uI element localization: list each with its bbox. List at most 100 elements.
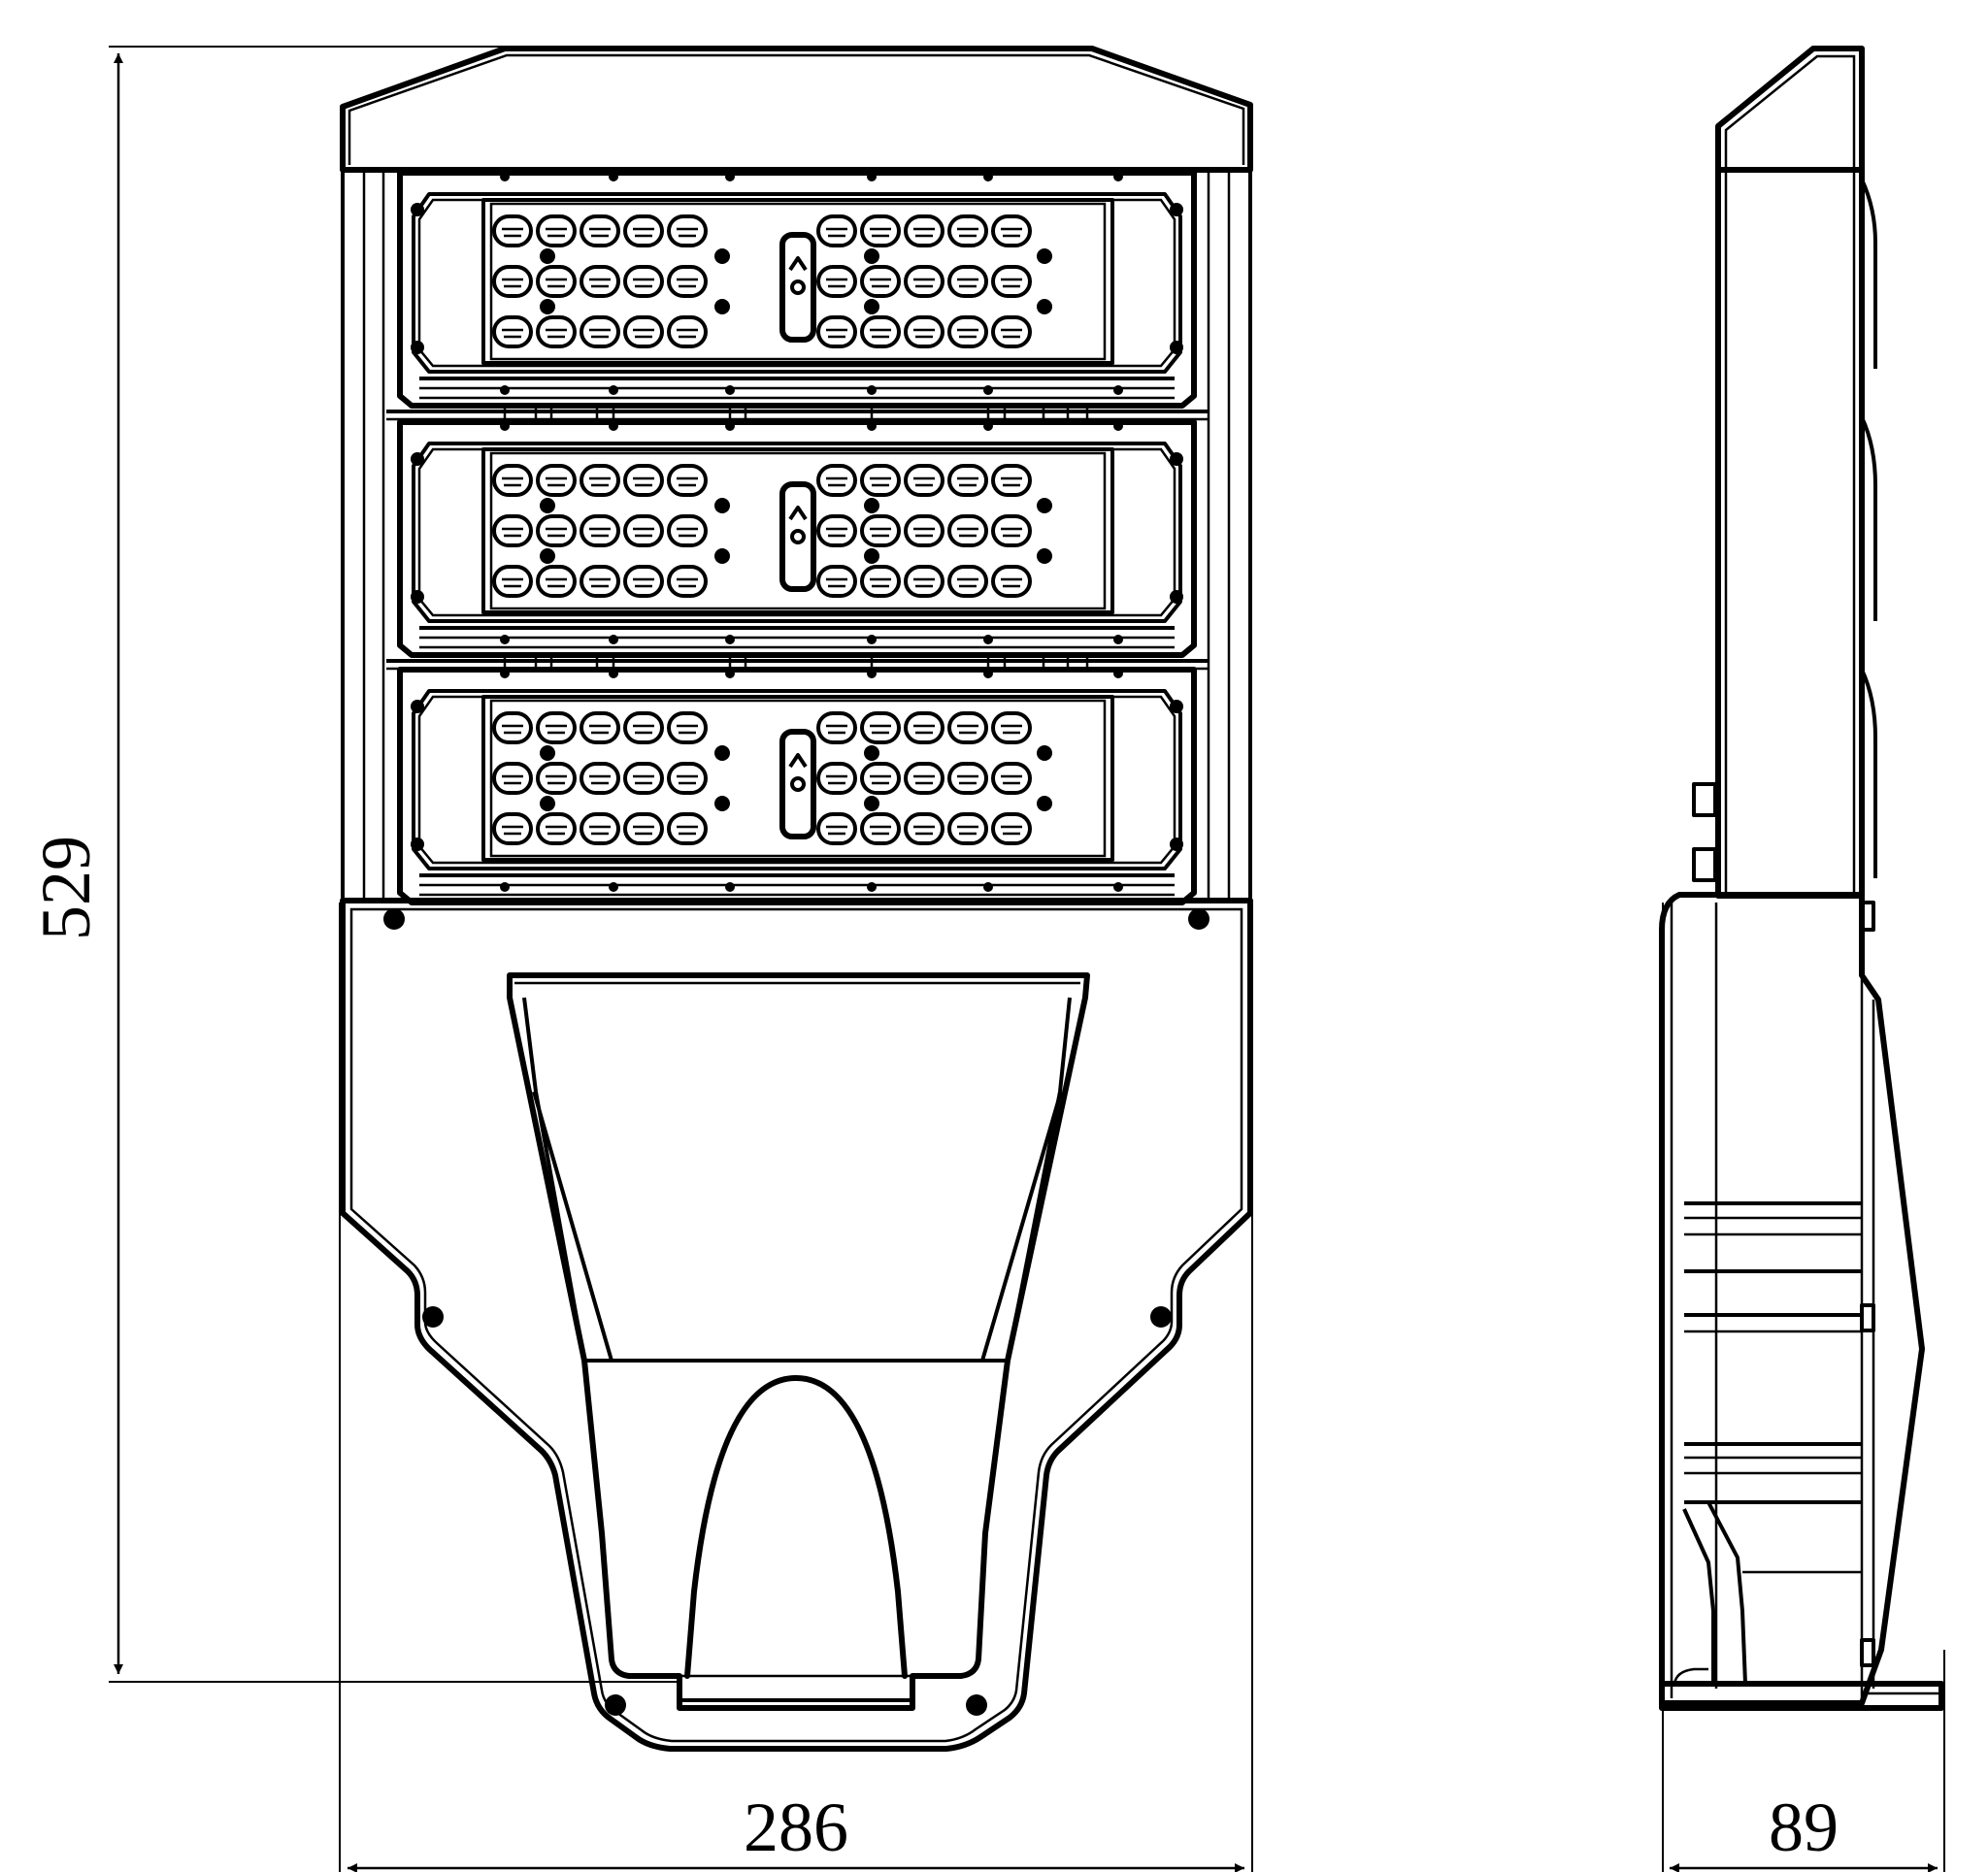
led-lens [947, 265, 988, 298]
side-view [1659, 46, 1944, 1711]
led-lens [991, 315, 1032, 348]
led-modules [386, 170, 1208, 905]
led-lens [904, 315, 944, 348]
led-lens [947, 315, 988, 348]
led-lens [492, 812, 533, 845]
led-lens [947, 711, 988, 744]
led-lens [816, 315, 857, 348]
module-bracket [386, 408, 1208, 421]
module-screw [1170, 700, 1183, 713]
led-lens [580, 315, 620, 348]
led-lens [860, 214, 901, 247]
led-lens [947, 565, 988, 598]
led-lens [860, 711, 901, 744]
led-lens [860, 514, 901, 547]
led-lens [580, 514, 620, 547]
module-connector [779, 729, 816, 839]
led-lens [991, 711, 1032, 744]
module-screw [411, 700, 424, 713]
led-lens [947, 762, 988, 795]
module-connector [779, 232, 816, 343]
led-lens [947, 514, 988, 547]
led-lens [580, 762, 620, 795]
led-lens [904, 265, 944, 298]
side-lower-housing [1659, 892, 1925, 1706]
led-lens [991, 762, 1032, 795]
led-lens [860, 812, 901, 845]
led-lens [580, 711, 620, 744]
led-lens [623, 762, 664, 795]
module-screw [411, 837, 424, 851]
led-lens [667, 265, 708, 298]
dimension-depth: 89 [1662, 903, 1945, 1872]
led-lens [816, 711, 857, 744]
led-lens [860, 565, 901, 598]
module-screw [411, 590, 424, 604]
led-lens [492, 565, 533, 598]
dimension-width-label: 286 [744, 1789, 848, 1866]
led-lens [904, 565, 944, 598]
led-lens [492, 315, 533, 348]
led-lens [623, 265, 664, 298]
dimension-width: 286 [339, 903, 1253, 1872]
led-lens [991, 464, 1032, 497]
led-lens [904, 214, 944, 247]
led-lens [492, 214, 533, 247]
led-lens [947, 464, 988, 497]
dimension-height-label: 529 [27, 836, 105, 940]
led-lens [667, 315, 708, 348]
side-base [1659, 1681, 1944, 1711]
led-lens [991, 265, 1032, 298]
led-lens [860, 315, 901, 348]
module-screw [411, 203, 424, 216]
led-lens [580, 464, 620, 497]
led-module [397, 419, 1197, 658]
led-lens [492, 711, 533, 744]
led-lens [947, 214, 988, 247]
side-bands [1684, 1201, 1862, 1504]
led-lens [816, 265, 857, 298]
dimension-height: 529 [27, 46, 679, 1683]
module-screw [411, 452, 424, 466]
lower-housing [340, 898, 1253, 1752]
led-lens [816, 214, 857, 247]
led-lens [623, 315, 664, 348]
led-lens [816, 762, 857, 795]
led-lens [667, 565, 708, 598]
housing-screws [383, 908, 1209, 1716]
led-module [397, 170, 1197, 409]
led-lens [904, 762, 944, 795]
led-lens [623, 711, 664, 744]
led-lens [904, 514, 944, 547]
led-lens [947, 812, 988, 845]
led-lens [860, 464, 901, 497]
side-top-cap [1715, 46, 1865, 173]
led-lens [667, 812, 708, 845]
led-lens [991, 565, 1032, 598]
front-view [340, 46, 1253, 1752]
led-lens [904, 711, 944, 744]
led-lens [667, 514, 708, 547]
dimension-depth-label: 89 [1769, 1789, 1839, 1866]
led-lens [623, 214, 664, 247]
led-lens [816, 565, 857, 598]
side-body [1715, 167, 1865, 899]
led-lens [580, 812, 620, 845]
module-screw [1170, 590, 1183, 604]
led-lens [536, 214, 577, 247]
led-lens [816, 812, 857, 845]
led-lens [667, 214, 708, 247]
led-lens [536, 265, 577, 298]
module-screw [1170, 837, 1183, 851]
led-lens [860, 265, 901, 298]
led-lens [580, 265, 620, 298]
led-lens [991, 812, 1032, 845]
module-screw [1170, 203, 1183, 216]
module-screw [411, 341, 424, 354]
pole-adapter [507, 972, 1090, 1711]
led-lens [536, 565, 577, 598]
led-lens [536, 464, 577, 497]
led-lens [536, 315, 577, 348]
led-lens [536, 711, 577, 744]
